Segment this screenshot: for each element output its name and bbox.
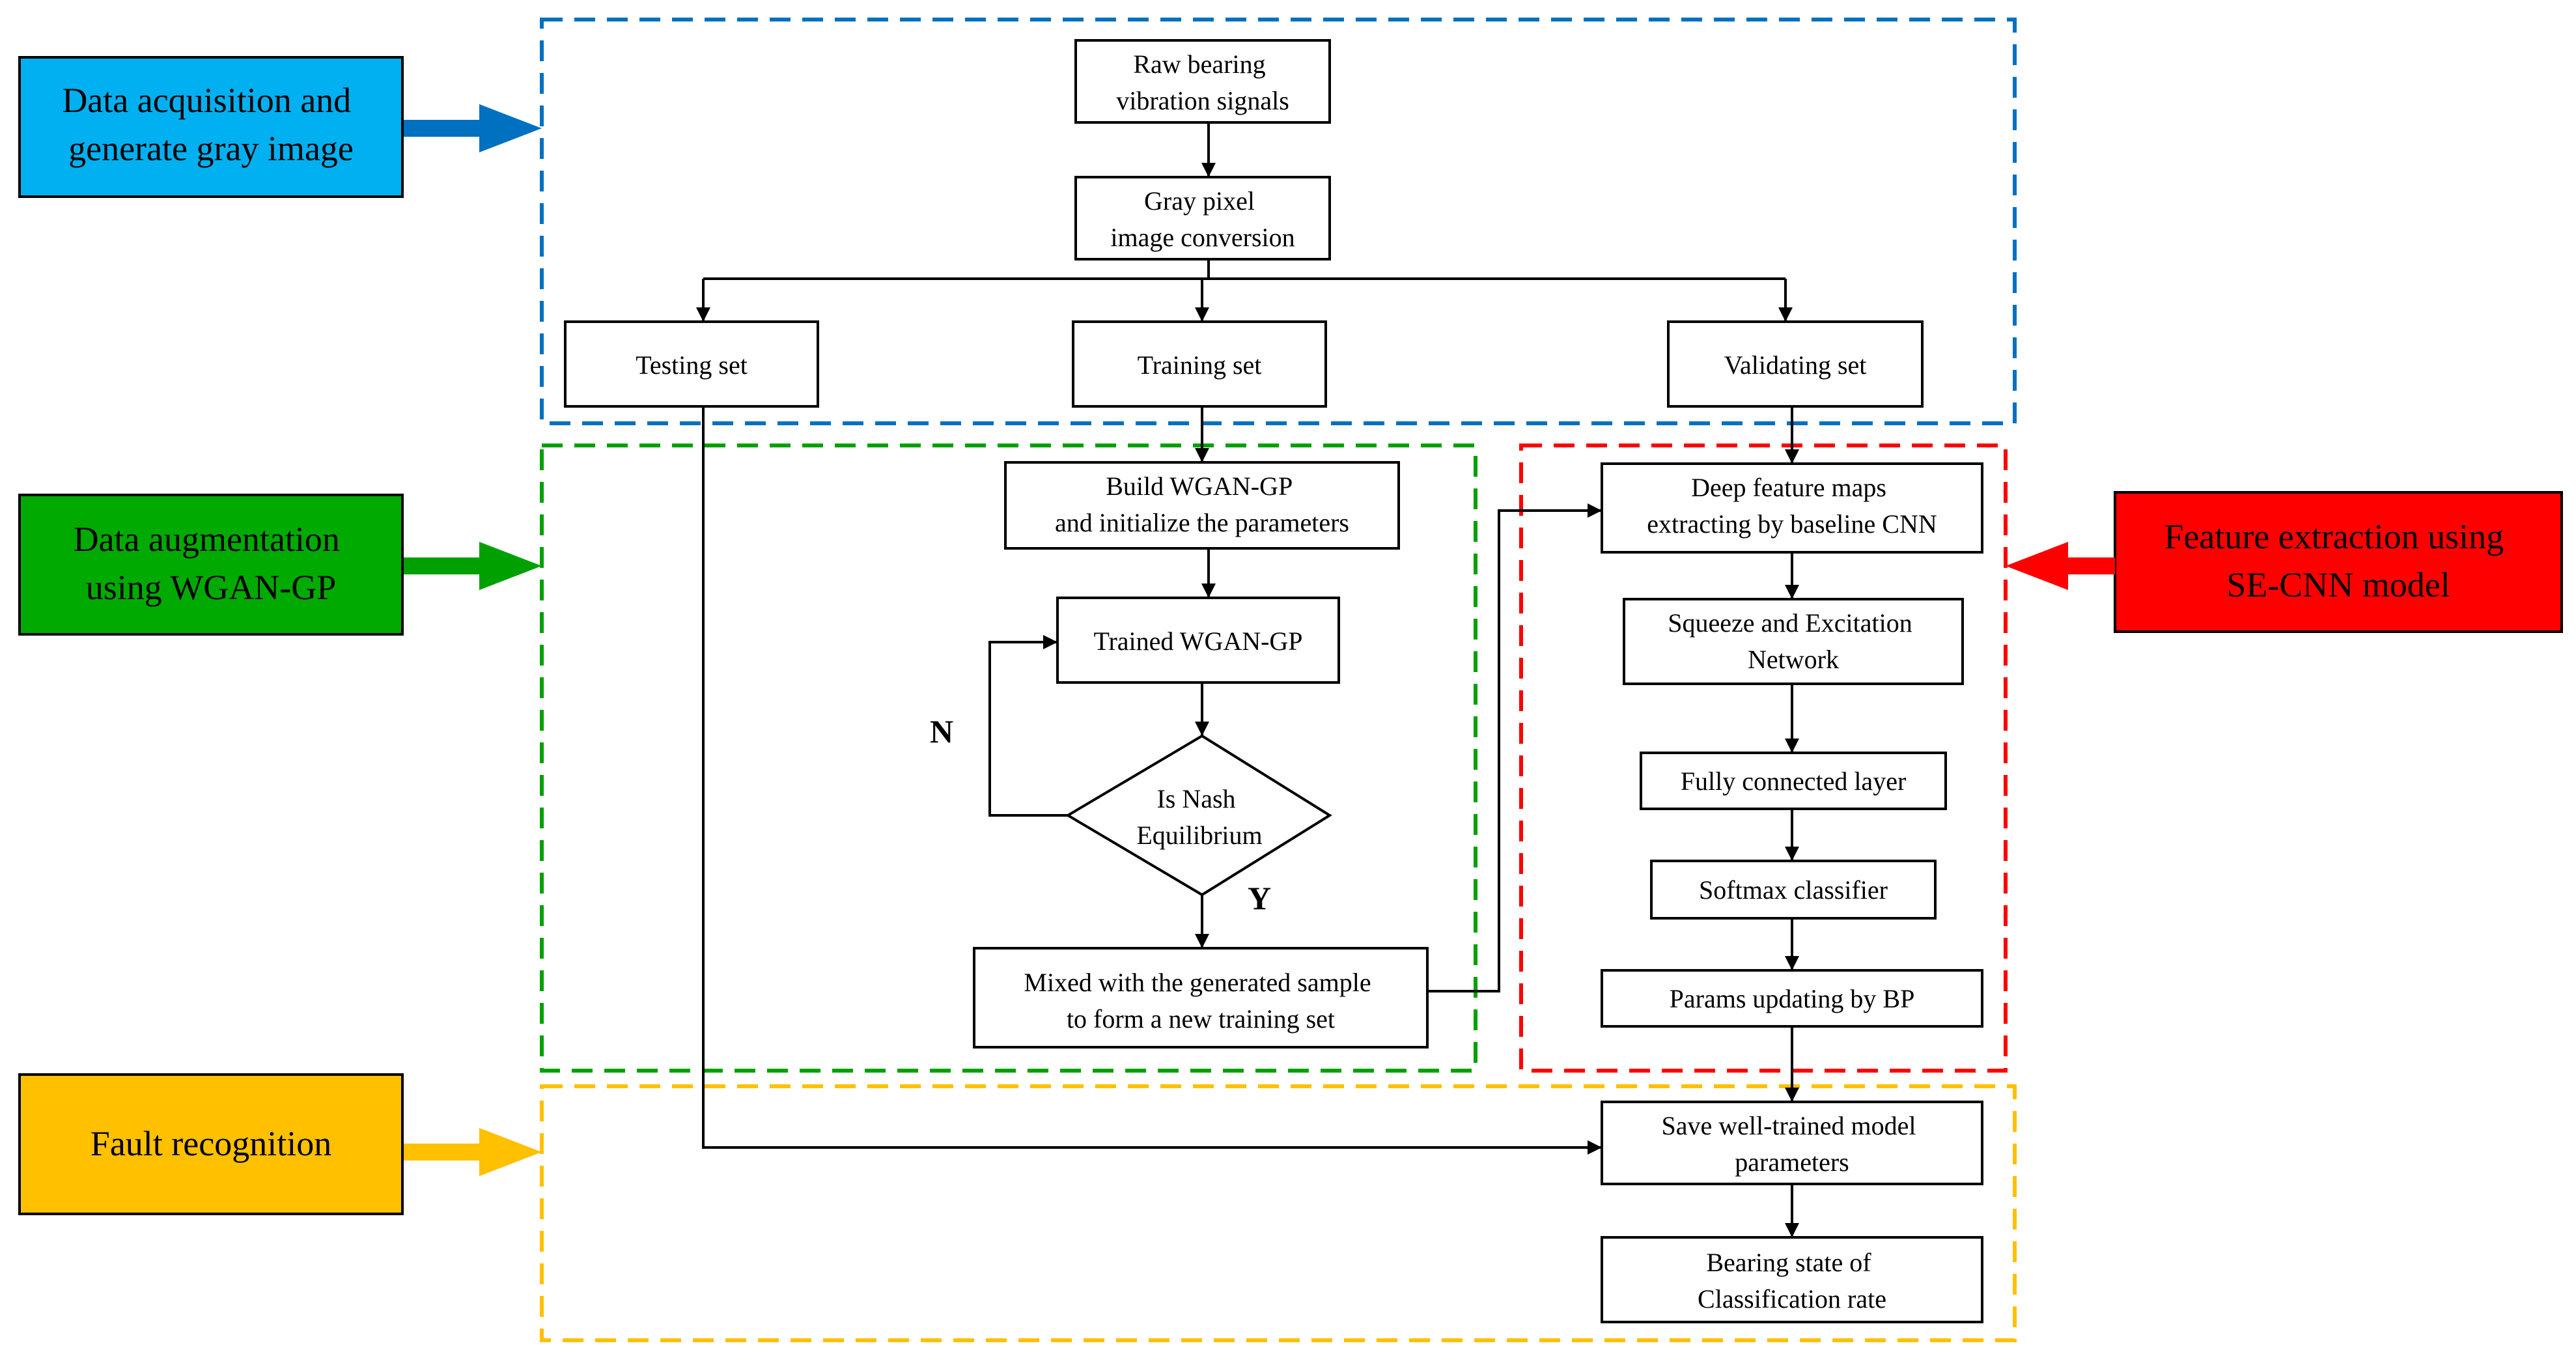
save-model-text: Save well-trained model parameters xyxy=(1662,1111,1923,1177)
deep-feature-node xyxy=(1601,462,1983,554)
save-model-node xyxy=(1601,1101,1983,1185)
acquisition-arrow xyxy=(404,104,542,152)
testing-set-node xyxy=(564,320,819,408)
squeeze-excitation-text: Squeeze and Excitation Network xyxy=(1668,608,1918,674)
augmentation-label-box xyxy=(18,494,404,636)
feature-group-frame xyxy=(1519,443,2008,1073)
testing-set-text: Testing set xyxy=(636,350,748,380)
nash-decision-node xyxy=(1065,734,1332,897)
connectors xyxy=(696,122,1799,1237)
softmax-text: Softmax classifier xyxy=(1699,875,1888,905)
fault-arrow xyxy=(404,1128,542,1176)
build-wgan-text: Build WGAN-GP and initialize the paramet… xyxy=(1055,471,1349,537)
squeeze-excitation-node xyxy=(1623,598,1964,685)
bearing-state-text: Bearing state of Classification rate xyxy=(1698,1248,1886,1314)
acquisition-group-frame xyxy=(540,18,2017,425)
training-set-text: Training set xyxy=(1138,350,1262,380)
raw-signals-node xyxy=(1074,39,1331,124)
acquisition-label-box xyxy=(18,56,404,198)
edge-testing-save xyxy=(702,406,1602,1155)
nash-decision-text: Is Nash Equilibrium xyxy=(1136,784,1262,850)
bearing-state-node xyxy=(1601,1236,1983,1323)
augmentation-group-frame xyxy=(540,443,1477,1073)
gray-conversion-node xyxy=(1074,176,1331,260)
raw-signals-text: Raw bearing vibration signals xyxy=(1116,49,1289,115)
deep-feature-text: Deep feature maps extracting by baseline… xyxy=(1647,473,1937,539)
fault-label-box xyxy=(18,1073,404,1215)
fully-connected-text: Fully connected layer xyxy=(1681,767,1907,796)
params-update-node xyxy=(1601,969,1983,1028)
trained-wgan-text: Trained WGAN-GP xyxy=(1093,626,1302,656)
nodes xyxy=(564,39,1983,1323)
acquisition-label: Data acquisition and generate gray image xyxy=(62,81,359,168)
softmax-node xyxy=(1650,860,1937,920)
build-wgan-node xyxy=(1004,461,1400,550)
validating-set-node xyxy=(1667,320,1924,408)
trained-wgan-node xyxy=(1056,597,1340,684)
fully-connected-node xyxy=(1640,752,1947,810)
feature-arrow xyxy=(2006,542,2115,590)
mixed-sample-text: Mixed with the generated sample to form … xyxy=(1024,968,1377,1034)
gray-conversion-text: Gray pixel image conversion xyxy=(1110,186,1295,252)
decision-yes-label: Y xyxy=(1248,880,1271,916)
feature-label-box xyxy=(2114,491,2563,633)
augmentation-label: Data augmentation using WGAN-GP xyxy=(74,520,349,607)
decision-no-label: N xyxy=(930,713,953,750)
training-set-node xyxy=(1072,320,1327,408)
fault-group-frame xyxy=(540,1084,2017,1342)
params-update-text: Params updating by BP xyxy=(1670,984,1915,1013)
edge-nash-no-loop xyxy=(988,635,1068,817)
validating-set-text: Validating set xyxy=(1724,350,1867,380)
edge-mixed-deep xyxy=(1427,503,1602,992)
feature-label: Feature extraction using SE-CNN model xyxy=(2164,517,2512,604)
augmentation-arrow xyxy=(404,542,542,590)
fault-label: Fault recognition xyxy=(91,1124,331,1163)
mixed-sample-node xyxy=(973,947,1429,1048)
